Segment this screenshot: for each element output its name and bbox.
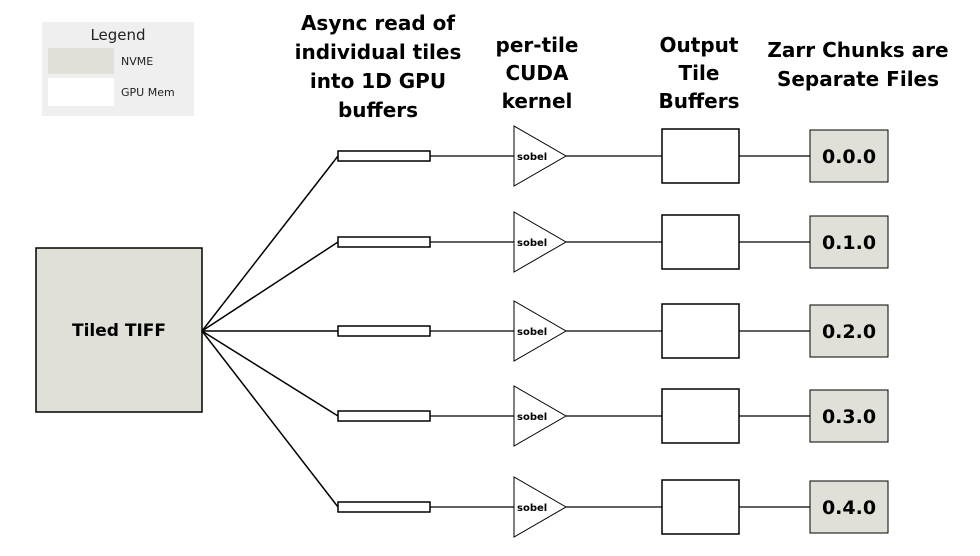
zarr-chunk-file: [809, 129, 889, 183]
tiled-tiff-label: Tiled TIFF: [72, 321, 166, 341]
output-tile-buffer: [661, 214, 740, 270]
zarr-chunk-label: 0.3.0: [822, 406, 876, 428]
header-kernel-line-1: per-tile: [496, 33, 579, 57]
header-read-line-1: Async read of: [301, 11, 455, 35]
header-chunks-line-2: Separate Files: [777, 67, 939, 91]
header-read: Async read of individual tiles into 1D G…: [295, 11, 462, 122]
sobel-kernel-label: sobel: [517, 412, 547, 423]
output-tile-buffer: [661, 479, 740, 535]
sobel-kernel-label: sobel: [517, 327, 547, 338]
gpu-buffer: [337, 501, 431, 513]
zarr-chunk-label: 0.4.0: [822, 497, 876, 519]
fan-out-line: [201, 330, 339, 508]
gpu-buffer: [337, 410, 431, 422]
gpu-buffer: [337, 236, 431, 248]
pipeline-row: sobel 0.0.0: [201, 125, 889, 332]
legend-swatch-nvme: [48, 48, 114, 74]
output-tile-buffer: [661, 303, 740, 359]
header-read-line-2: individual tiles: [295, 40, 462, 64]
header-read-line-3: into 1D GPU: [310, 69, 446, 93]
header-kernel-line-3: kernel: [502, 89, 573, 113]
tiled-tiff-source: [35, 247, 203, 413]
header-output: Output Tile Buffers: [658, 33, 739, 113]
pipeline-row: sobel 0.3.0: [201, 330, 889, 447]
output-tile-buffer: [661, 388, 740, 444]
sobel-kernel: [513, 211, 568, 273]
fan-out-line: [201, 241, 339, 332]
gpu-buffer: [337, 325, 431, 337]
fan-out-line: [201, 330, 339, 417]
header-chunks: Zarr Chunks are Separate Files: [767, 38, 948, 91]
pipeline-row: sobel 0.4.0: [201, 330, 889, 538]
zarr-chunk-file: [809, 480, 889, 534]
legend-label-gpu-mem: GPU Mem: [121, 86, 175, 99]
header-chunks-line-1: Zarr Chunks are: [767, 38, 948, 62]
zarr-chunk-file: [809, 215, 889, 269]
legend: Legend NVME GPU Mem: [42, 22, 194, 116]
sobel-kernel: [513, 476, 568, 538]
sobel-kernel: [513, 385, 568, 447]
zarr-chunk-label: 0.2.0: [822, 321, 876, 343]
zarr-chunk-label: 0.1.0: [822, 232, 876, 254]
header-kernel-line-2: CUDA: [506, 61, 570, 85]
pipeline-rows: sobel 0.0.0 sobel 0.1.0 sobel 0.2.0 sobel 0.3.0…: [201, 125, 889, 538]
header-output-line-3: Buffers: [658, 89, 739, 113]
zarr-chunk-label: 0.0.0: [822, 146, 876, 168]
zarr-chunk-file: [809, 304, 889, 358]
legend-label-nvme: NVME: [121, 55, 153, 68]
zarr-chunk-file: [809, 389, 889, 443]
sobel-kernel: [513, 300, 568, 362]
legend-title: Legend: [90, 26, 145, 44]
header-read-line-4: buffers: [338, 98, 418, 122]
pipeline-row: sobel 0.1.0: [201, 211, 889, 332]
sobel-kernel-label: sobel: [517, 503, 547, 514]
fan-out-line: [201, 155, 339, 332]
pipeline-row: sobel 0.2.0: [202, 300, 889, 362]
sobel-kernel-label: sobel: [517, 152, 547, 163]
legend-swatch-gpu-mem: [48, 78, 114, 106]
sobel-kernel: [513, 125, 568, 187]
output-tile-buffer: [661, 128, 740, 184]
sobel-kernel-label: sobel: [517, 238, 547, 249]
header-output-line-2: Tile: [679, 61, 720, 85]
header-kernel: per-tile CUDA kernel: [496, 33, 579, 113]
gpu-buffer: [337, 150, 431, 162]
header-output-line-1: Output: [660, 33, 739, 57]
